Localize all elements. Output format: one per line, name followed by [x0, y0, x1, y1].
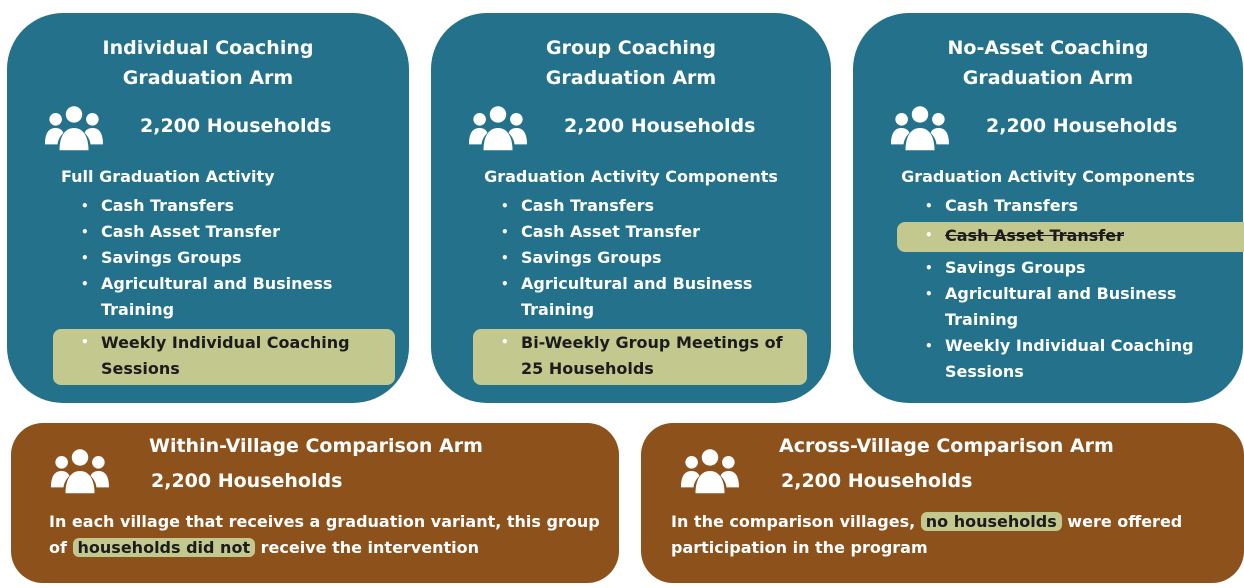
comparison-description: In each village that receives a graduati… [49, 512, 600, 557]
component-item: Cash Asset Transfer [79, 219, 379, 245]
group-coaching-arm-card: Group Coaching Graduation Arm 2,200 Hous… [431, 13, 831, 403]
people-group-icon [681, 448, 739, 494]
households-count: 2,200 Households [151, 470, 343, 492]
households-count: 2,200 Households [986, 115, 1178, 137]
highlighted-phrase: no households [920, 512, 1062, 531]
arm-title-line-2: Graduation Arm [962, 67, 1134, 89]
arm-title: Individual Coaching Graduation Arm [7, 33, 409, 93]
people-group-icon [469, 105, 527, 151]
activity-heading: Full Graduation Activity [61, 167, 275, 186]
component-list: Cash Transfers Cash Asset Transfer Savin… [897, 193, 1244, 385]
component-item: Cash Transfers [923, 193, 1223, 219]
arm-title-line-2: Graduation Arm [122, 67, 294, 89]
people-group-icon [51, 448, 109, 494]
component-item: Agricultural and Business Training [923, 281, 1223, 333]
highlighted-component-item: Weekly Individual Coaching Sessions [53, 329, 395, 385]
component-item: Agricultural and Business Training [79, 271, 379, 323]
activity-heading: Graduation Activity Components [484, 167, 778, 186]
component-item: Cash Transfers [79, 193, 379, 219]
arm-title-line-1: No-Asset Coaching [947, 37, 1149, 59]
across-village-comparison-card: Across-Village Comparison Arm 2,200 Hous… [641, 423, 1244, 583]
component-item: Cash Asset Transfer [499, 219, 799, 245]
individual-coaching-arm-card: Individual Coaching Graduation Arm 2,200… [7, 13, 409, 403]
households-count: 2,200 Households [564, 115, 756, 137]
component-list: Cash Transfers Cash Asset Transfer Savin… [53, 193, 395, 385]
people-group-icon [891, 105, 949, 151]
component-item: Savings Groups [79, 245, 379, 271]
arm-title: No-Asset Coaching Graduation Arm [853, 33, 1243, 93]
households-count: 2,200 Households [140, 115, 332, 137]
activity-heading: Graduation Activity Components [901, 167, 1195, 186]
component-item: Cash Transfers [499, 193, 799, 219]
highlighted-phrase: households did not [72, 538, 256, 557]
arm-title-line-1: Individual Coaching [102, 37, 314, 59]
no-asset-coaching-arm-card: No-Asset Coaching Graduation Arm 2,200 H… [853, 13, 1244, 403]
arm-title-line-1: Group Coaching [545, 37, 716, 59]
component-item: Savings Groups [923, 255, 1223, 281]
households-count: 2,200 Households [781, 470, 973, 492]
component-item: Savings Groups [499, 245, 799, 271]
arm-title: Group Coaching Graduation Arm [431, 33, 831, 93]
within-village-comparison-card: Within-Village Comparison Arm 2,200 Hous… [11, 423, 619, 583]
component-item: Weekly Individual Coaching Sessions [923, 333, 1223, 385]
comparison-title: Within-Village Comparison Arm [149, 435, 483, 457]
people-group-icon [45, 105, 103, 151]
component-item: Agricultural and Business Training [499, 271, 799, 323]
removed-component-item: Cash Asset Transfer [897, 222, 1244, 252]
highlighted-component-item: Bi-Weekly Group Meetings of 25 Household… [473, 329, 807, 385]
comparison-description: In the comparison villages, no household… [671, 512, 1183, 557]
arm-title-line-2: Graduation Arm [545, 67, 717, 89]
comparison-title: Across-Village Comparison Arm [779, 435, 1114, 457]
component-list: Cash Transfers Cash Asset Transfer Savin… [473, 193, 807, 385]
